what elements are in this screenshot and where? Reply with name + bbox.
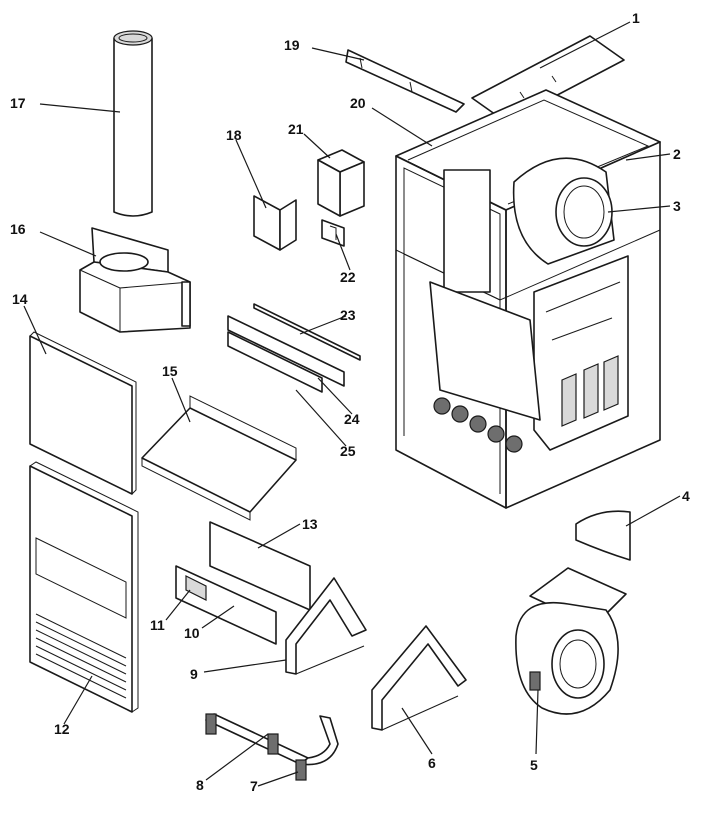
callout-19: 19 — [284, 37, 300, 53]
part-5-blower-assembly — [515, 567, 627, 715]
callout-6: 6 — [428, 755, 436, 771]
callout-labels: 1 2 3 4 5 6 7 8 9 10 11 12 13 14 15 16 1… — [10, 10, 690, 794]
part-4-deflector — [575, 510, 631, 561]
part-3-inducer-housing — [512, 157, 615, 265]
heat-exchanger — [429, 169, 629, 453]
part-24-channel — [227, 315, 345, 387]
part-6-side-bracket — [371, 625, 467, 731]
part-25-plate — [227, 331, 323, 393]
callout-2: 2 — [673, 146, 681, 162]
part-23-rail — [253, 303, 361, 361]
burner-row — [433, 397, 523, 453]
callout-11: 11 — [150, 617, 165, 633]
part-22-switch — [321, 219, 345, 247]
callout-8: 8 — [196, 777, 204, 793]
callout-16: 16 — [10, 221, 26, 237]
part-7-gas-pipe — [205, 713, 339, 781]
part-9-angle-bracket — [285, 577, 367, 675]
callout-14: 14 — [12, 291, 28, 307]
callout-23: 23 — [340, 307, 356, 323]
callout-3: 3 — [673, 198, 681, 214]
callout-24: 24 — [344, 411, 360, 427]
callout-10: 10 — [184, 625, 200, 641]
part-21-control-box — [317, 149, 365, 217]
part-15-burner-tray — [141, 395, 297, 521]
part-16-collector-box — [79, 227, 191, 333]
callout-22: 22 — [340, 269, 356, 285]
callout-7: 7 — [250, 778, 258, 794]
callout-4: 4 — [682, 488, 690, 504]
callout-21: 21 — [288, 121, 304, 137]
callout-12: 12 — [54, 721, 70, 737]
part-14-upper-door — [29, 331, 137, 495]
callout-5: 5 — [530, 757, 538, 773]
callout-15: 15 — [162, 363, 178, 379]
callout-25: 25 — [340, 443, 356, 459]
part-18-bracket — [253, 195, 297, 251]
callout-18: 18 — [226, 127, 242, 143]
part-10-mount-plate — [175, 565, 277, 645]
callout-20: 20 — [350, 95, 366, 111]
callout-1: 1 — [632, 10, 640, 26]
callout-9: 9 — [190, 666, 198, 682]
part-17-vent-pipe — [113, 30, 153, 217]
callout-13: 13 — [302, 516, 318, 532]
callout-17: 17 — [10, 95, 26, 111]
part-12-lower-door — [29, 461, 139, 713]
door-louvers — [35, 613, 127, 699]
leader-lines — [23, 21, 681, 787]
